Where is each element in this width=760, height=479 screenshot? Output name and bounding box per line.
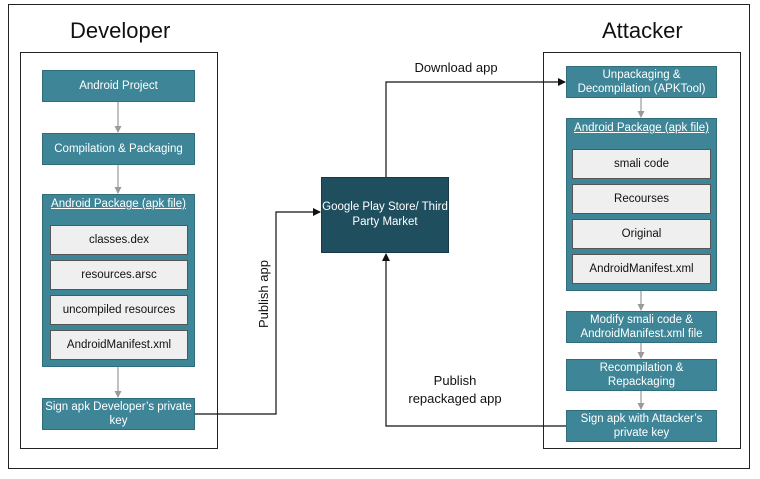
store-box: Google Play Store/ Third Party Market (321, 177, 449, 253)
attacker-package-title: Android Package (apk file) (574, 122, 709, 134)
publish-repackaged-line1: Publish (433, 373, 477, 388)
arrow-publish-repackaged (382, 253, 566, 427)
diagram-frame (8, 4, 750, 469)
download-app-label: Download app (414, 60, 498, 75)
package-item-recourses: Recourses (572, 184, 711, 214)
attacker-sign-box: Sign apk with Attacker’s private key (566, 410, 717, 442)
recompilation-box: Recompilation & Repackaging (566, 359, 717, 391)
package-item-uncompiled-resources: uncompiled resources (50, 295, 188, 325)
compilation-packaging-box: Compilation & Packaging (42, 133, 195, 165)
modify-box: Modify smali code & AndroidManifest.xml … (566, 311, 717, 343)
unpackaging-box: Unpackaging & Decompilation (APKTool) (566, 66, 717, 98)
developer-title: Developer (70, 18, 171, 43)
publish-repackaged-line2: repackaged app (408, 391, 502, 406)
arrow-download-app (385, 78, 566, 177)
attacker-title: Attacker (602, 18, 683, 43)
package-item-resources-arsc: resources.arsc (50, 260, 188, 290)
package-item-attacker-manifest: AndroidManifest.xml (572, 254, 711, 284)
package-item-smali-code: smali code (572, 149, 711, 179)
package-item-classes-dex: classes.dex (50, 225, 188, 255)
developer-sign-box: Sign apk Developer’s private key (42, 398, 195, 430)
package-item-original: Original (572, 219, 711, 249)
package-item-android-manifest: AndroidManifest.xml (50, 330, 188, 360)
arrow-publish-app (195, 208, 321, 415)
developer-package-title: Android Package (apk file) (51, 198, 186, 210)
publish-repackaged-label: Publish repackaged app (396, 372, 514, 408)
android-project-box: Android Project (42, 70, 195, 102)
